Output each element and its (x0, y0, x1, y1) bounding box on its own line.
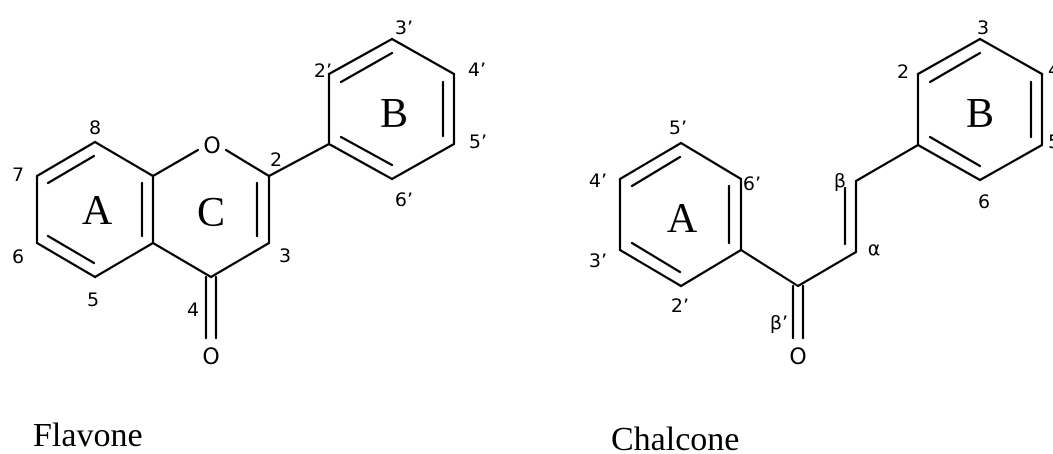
flavone-pos-2: 2 (270, 149, 282, 171)
flavone-pos-4: 4 (187, 299, 199, 321)
chalcone-beta-prime: β’ (770, 312, 788, 334)
flavone-pos-6p: 6’ (395, 189, 413, 211)
chalcone-pos-4: 4 (1048, 59, 1053, 81)
flavone-ring-b-linkage (267, 142, 331, 178)
flavone-carbonyl-oxygen: O (202, 345, 219, 370)
flavone-ring-a-label: A (82, 188, 113, 234)
chalcone-pos-6: 6 (978, 191, 990, 213)
chalcone-ring-b-bonds (916, 37, 1044, 182)
flavone-pos-8: 8 (89, 117, 101, 139)
flavone-ring-a-bonds (35, 140, 155, 279)
flavone-pos-5p: 5’ (469, 131, 487, 153)
chalcone-pos-2: 2 (897, 61, 909, 83)
chalcone-enone-bonds (739, 143, 920, 288)
flavone-carbonyl-bond (204, 275, 218, 340)
chalcone-ring-a-bonds (618, 141, 743, 288)
flavone-name: Flavone (33, 417, 143, 454)
chalcone-name: Chalcone (611, 421, 739, 454)
chalcone-ring-b-label: B (966, 91, 994, 137)
chalcone-pos-6p: 6’ (743, 173, 761, 195)
chalcone-structure: O A B 5’ 4’ 3’ 2’ 6’ β’ α β 2 3 4 5 6 Ch… (589, 17, 1053, 454)
flavone-pos-4p: 4’ (468, 59, 486, 81)
flavone-pos-7: 7 (12, 164, 24, 186)
flavone-structure: O O A C B 8 7 6 5 4 3 2 2’ 3’ 4’ 5’ 6’ F… (12, 17, 487, 454)
flavone-pos-5: 5 (87, 289, 99, 311)
flavone-ring-b-bonds (327, 37, 456, 181)
chalcone-alpha: α (868, 238, 881, 260)
flavone-pos-3: 3 (279, 245, 291, 267)
chalcone-carbonyl-bond (791, 284, 805, 340)
flavone-pos-6: 6 (12, 246, 24, 268)
chalcone-pos-3p: 3’ (589, 250, 607, 272)
flavone-pos-2p: 2’ (314, 60, 332, 82)
chalcone-carbonyl-oxygen: O (789, 345, 806, 370)
chalcone-pos-4p: 4’ (589, 170, 607, 192)
chalcone-beta: β (834, 170, 846, 192)
flavone-ring-oxygen: O (203, 134, 220, 159)
flavone-ring-c-bonds (151, 148, 271, 279)
chalcone-pos-5: 5 (1048, 131, 1053, 153)
chalcone-pos-5p: 5’ (669, 117, 687, 139)
chalcone-pos-3: 3 (977, 17, 989, 39)
flavone-ring-b-label: B (380, 91, 408, 137)
chalcone-pos-2p: 2’ (671, 295, 689, 317)
flavone-pos-3p: 3’ (395, 17, 413, 39)
chalcone-ring-a-label: A (667, 196, 698, 242)
flavone-ring-c-label: C (197, 190, 225, 236)
